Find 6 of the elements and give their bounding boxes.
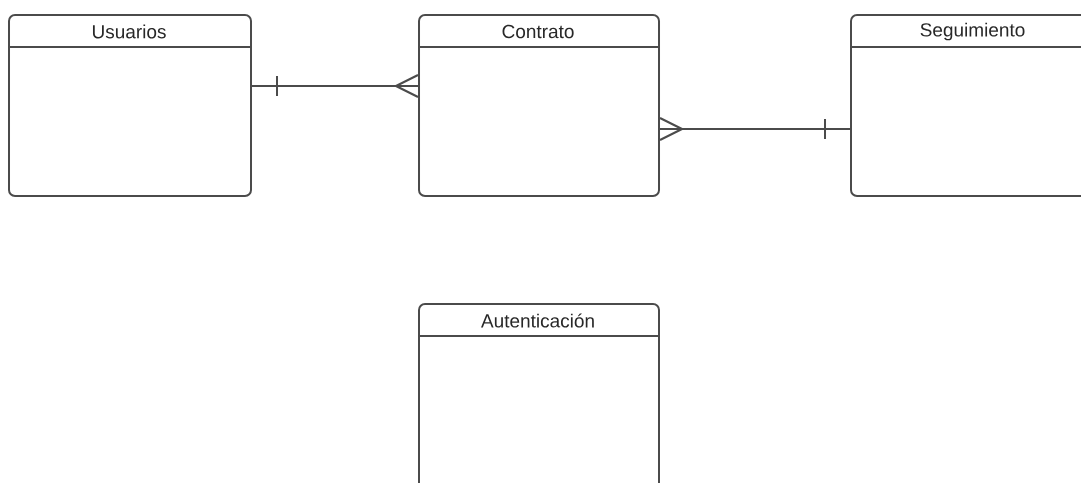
entity-box: Seguimiento — [849, 14, 1081, 197]
entity-box: Autenticación — [417, 303, 660, 483]
relationship-line — [251, 74, 419, 98]
entity-box: Contrato — [417, 14, 660, 197]
entity-box: Usuarios — [7, 14, 252, 197]
relationship-line — [659, 117, 851, 141]
